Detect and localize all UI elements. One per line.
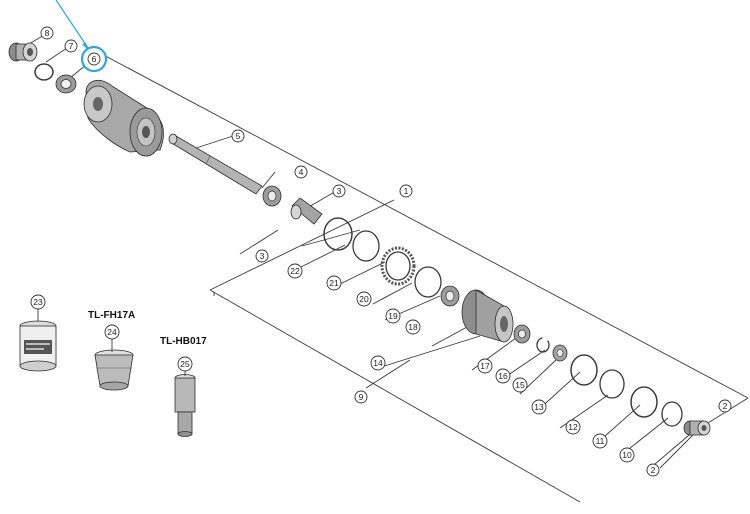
part-bearing-6 bbox=[55, 74, 77, 94]
callout-label: 14 bbox=[373, 358, 383, 368]
part-axle-5 bbox=[168, 133, 263, 195]
callout-23[interactable]: 23 bbox=[30, 294, 46, 310]
callout-label: 11 bbox=[596, 436, 605, 446]
callout-21[interactable]: 21 bbox=[326, 275, 342, 291]
callout-5[interactable]: 5 bbox=[231, 129, 245, 143]
part-bearing-15b bbox=[552, 344, 568, 362]
callout-label: 8 bbox=[45, 28, 50, 38]
part-hub-body bbox=[83, 79, 164, 157]
callout-3-left[interactable]: 3 bbox=[255, 249, 269, 263]
part-freehub-body-17 bbox=[461, 289, 514, 343]
callout-17[interactable]: 17 bbox=[477, 358, 493, 374]
callout-9[interactable]: 9 bbox=[354, 390, 368, 404]
part-ratchet-20 bbox=[380, 246, 416, 286]
callout-18[interactable]: 18 bbox=[405, 319, 421, 335]
tool-label-tl-hb017: TL-HB017 bbox=[160, 336, 207, 347]
highlight-pointer bbox=[55, 0, 89, 50]
callout-label: 12 bbox=[568, 422, 578, 432]
callout-label: 24 bbox=[107, 327, 117, 337]
callout-11[interactable]: 11 bbox=[592, 433, 608, 449]
callout-label: 7 bbox=[69, 41, 74, 51]
callout-label: 17 bbox=[480, 361, 490, 371]
callout-label: 4 bbox=[299, 167, 304, 177]
callout-label: 19 bbox=[388, 311, 398, 321]
part-tool-24 bbox=[94, 349, 134, 391]
callout-label: 9 bbox=[359, 392, 364, 402]
callout-15[interactable]: 15 bbox=[512, 377, 528, 393]
callout-stubs bbox=[37, 309, 186, 376]
callout-label: 20 bbox=[359, 294, 369, 304]
callout-label: 2 bbox=[723, 401, 728, 411]
callout-2-bottom[interactable]: 2 bbox=[646, 463, 660, 477]
callout-25[interactable]: 25 bbox=[177, 356, 193, 372]
callout-12[interactable]: 12 bbox=[565, 419, 581, 435]
part-bearing-16 bbox=[513, 324, 531, 344]
part-grease-23 bbox=[19, 320, 57, 372]
part-ring-11 bbox=[630, 386, 658, 418]
callout-label: 5 bbox=[236, 131, 241, 141]
callout-1[interactable]: 1 bbox=[399, 184, 413, 198]
callout-label: 21 bbox=[329, 278, 339, 288]
callout-7[interactable]: 7 bbox=[64, 39, 78, 53]
part-clip-15 bbox=[536, 337, 550, 353]
part-ring-13 bbox=[570, 354, 598, 386]
callout-label: 23 bbox=[33, 297, 43, 307]
callout-2-top[interactable]: 2 bbox=[718, 399, 732, 413]
callout-label: 18 bbox=[408, 322, 418, 332]
part-seal-7 bbox=[34, 63, 54, 81]
callout-label: 6 bbox=[92, 54, 97, 64]
callout-10[interactable]: 10 bbox=[619, 447, 635, 463]
callout-14[interactable]: 14 bbox=[370, 355, 386, 371]
part-tool-25 bbox=[174, 374, 196, 437]
callout-22[interactable]: 22 bbox=[287, 263, 303, 279]
part-bearing-4 bbox=[262, 185, 282, 207]
part-ring-22 bbox=[323, 217, 353, 251]
part-ring-10 bbox=[661, 401, 683, 427]
callout-8[interactable]: 8 bbox=[40, 26, 54, 40]
part-bearing-18 bbox=[440, 285, 460, 307]
part-end-cap-8 bbox=[8, 42, 38, 62]
callout-3-top[interactable]: 3 bbox=[332, 184, 346, 198]
callout-label: 22 bbox=[290, 266, 300, 276]
callout-19[interactable]: 19 bbox=[385, 308, 401, 324]
callout-label: 13 bbox=[534, 402, 544, 412]
callout-13[interactable]: 13 bbox=[531, 399, 547, 415]
part-ring-19 bbox=[414, 266, 442, 298]
leader-lines bbox=[21, 33, 749, 503]
callout-label: 15 bbox=[515, 380, 525, 390]
tool-label-tl-fh17a: TL-FH17A bbox=[88, 310, 135, 321]
callout-label: 10 bbox=[622, 450, 632, 460]
callout-4[interactable]: 4 bbox=[294, 165, 308, 179]
callout-label: 1 bbox=[404, 186, 409, 196]
callout-label: 3 bbox=[337, 186, 342, 196]
callout-label: 3 bbox=[260, 251, 265, 261]
part-ring-21 bbox=[352, 230, 380, 262]
callout-6-highlighted[interactable]: 6 bbox=[80, 45, 108, 73]
part-spacer-3 bbox=[290, 197, 323, 225]
part-ring-12 bbox=[599, 369, 625, 399]
part-end-cap-2 bbox=[683, 420, 711, 436]
callout-20[interactable]: 20 bbox=[356, 291, 372, 307]
callout-16[interactable]: 16 bbox=[495, 368, 511, 384]
callout-label: 25 bbox=[180, 359, 190, 369]
callout-label: 16 bbox=[498, 371, 508, 381]
callout-24[interactable]: 24 bbox=[104, 324, 120, 340]
callout-label: 2 bbox=[651, 465, 656, 475]
